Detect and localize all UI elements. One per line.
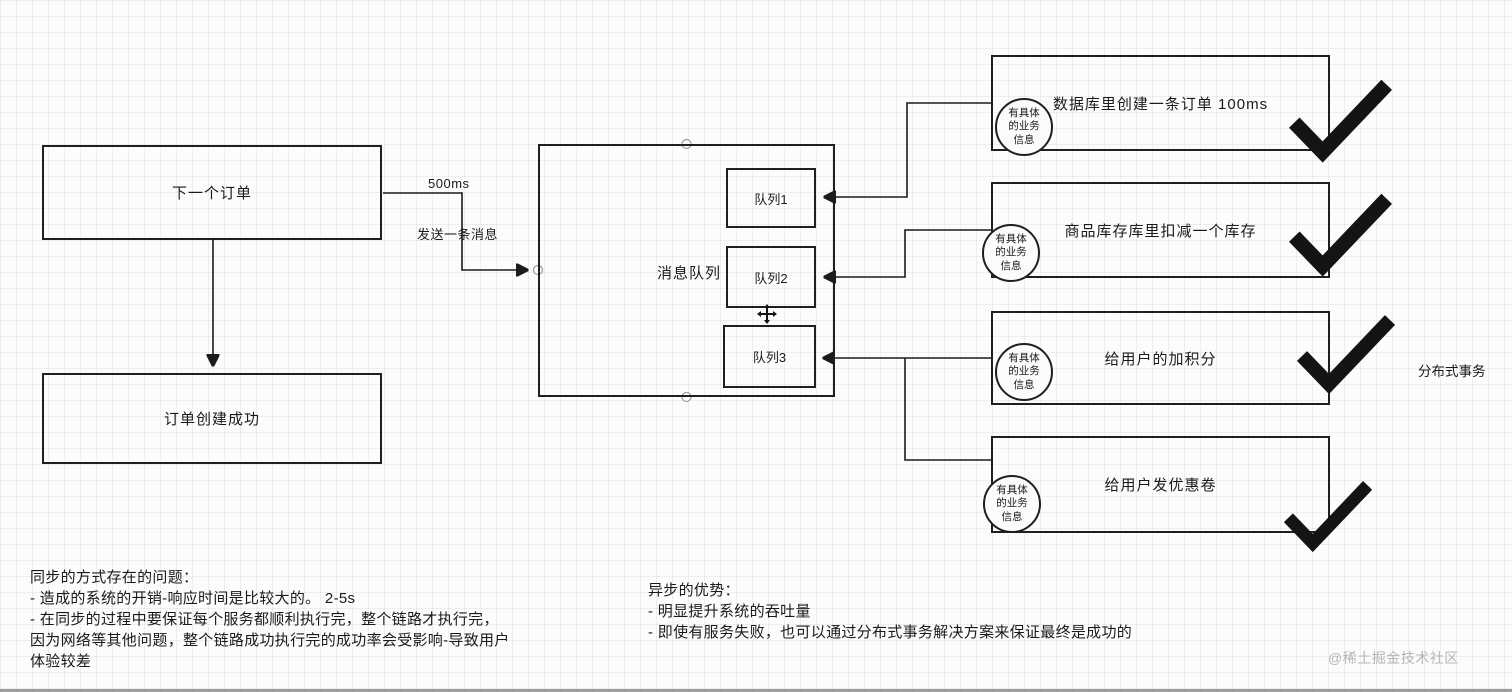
node-service-add-points[interactable]: 给用户的加积分 <box>991 311 1330 405</box>
node-next-order[interactable]: 下一个订单 <box>42 145 382 240</box>
connector-service1-queue1[interactable] <box>826 102 991 197</box>
check-icon-4[interactable] <box>1283 480 1373 552</box>
distributed-transaction-label: 分布式事务 <box>1418 364 1486 379</box>
node-queue-3[interactable]: 队列3 <box>723 325 816 388</box>
connector-send-message[interactable] <box>383 192 526 270</box>
queue-3-label: 队列3 <box>752 350 787 365</box>
watermark: @稀土掘金技术社区 <box>1328 650 1459 666</box>
badge-business-info-4-label: 有具体 的业务 信息 <box>996 484 1028 523</box>
node-service-create-order[interactable]: 数据库里创建一条订单 100ms <box>991 55 1330 151</box>
badge-business-info-1[interactable]: 有具体 的业务 信息 <box>995 98 1053 156</box>
check-icon-3[interactable] <box>1296 314 1396 394</box>
service-deduct-stock-label: 商品库存库里扣减一个库存 <box>1064 222 1257 240</box>
move-cursor-icon <box>757 304 777 324</box>
async-benefits-note: 异步的优势： - 明显提升系统的吞吐量 - 即使有服务失败，也可以通过分布式事务… <box>648 582 1133 641</box>
service-create-order-label: 数据库里创建一条订单 100ms <box>1052 95 1269 113</box>
window-edge <box>0 689 1512 692</box>
badge-business-info-3-label: 有具体 的业务 信息 <box>1008 352 1040 391</box>
badge-business-info-1-label: 有具体 的业务 信息 <box>1008 107 1040 146</box>
service-add-points-label: 给用户的加积分 <box>1104 350 1217 368</box>
check-icon-2[interactable] <box>1288 192 1393 277</box>
queue-1-label: 队列1 <box>754 191 788 207</box>
sync-problems-note: 同步的方式存在的问题： - 造成的系统的开销-响应时间是比较大的。 2-5s -… <box>30 569 510 670</box>
send-message-label: 发送一条消息 <box>417 227 499 242</box>
node-queue-1[interactable]: 队列1 <box>726 168 816 228</box>
badge-business-info-4[interactable]: 有具体 的业务 信息 <box>983 475 1041 533</box>
badge-business-info-2-label: 有具体 的业务 信息 <box>995 233 1027 272</box>
node-order-success[interactable]: 订单创建成功 <box>42 373 382 464</box>
node-next-order-label: 下一个订单 <box>171 185 252 202</box>
badge-business-info-3[interactable]: 有具体 的业务 信息 <box>995 343 1053 401</box>
node-service-deduct-stock[interactable]: 商品库存库里扣减一个库存 <box>991 182 1330 278</box>
badge-business-info-2[interactable]: 有具体 的业务 信息 <box>982 224 1040 282</box>
message-queue-title: 消息队列 <box>656 265 721 282</box>
node-order-success-label: 订单创建成功 <box>163 411 260 428</box>
connector-service4-queue3[interactable] <box>904 358 991 461</box>
check-icon-1[interactable] <box>1288 78 1393 163</box>
queue-2-label: 队列2 <box>754 270 788 286</box>
send-latency-label: 500ms <box>428 176 470 191</box>
service-send-coupon-label: 给用户发优惠卷 <box>1104 477 1217 494</box>
node-queue-2[interactable]: 队列2 <box>726 246 816 308</box>
node-message-queue[interactable]: 消息队列 <box>538 144 835 397</box>
connector-service2-queue2[interactable] <box>826 229 991 277</box>
node-service-send-coupon[interactable]: 给用户发优惠卷 <box>991 436 1330 533</box>
